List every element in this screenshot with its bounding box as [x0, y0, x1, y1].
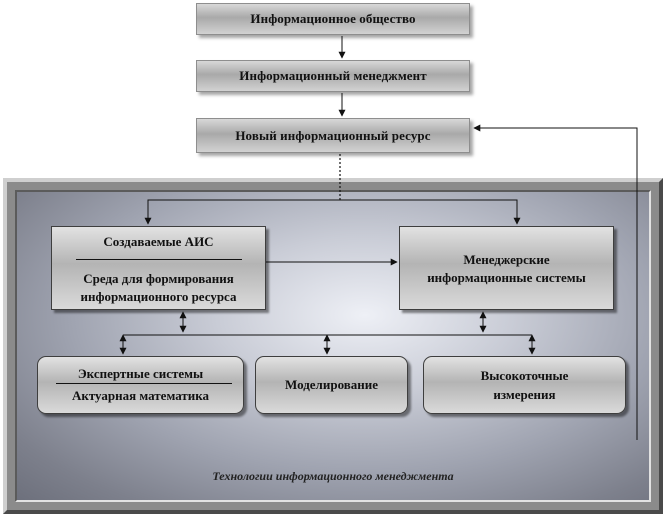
ais-title: Создаваемые АИС	[103, 234, 214, 249]
mis-line1: Менеджерские	[463, 252, 550, 267]
ais-subtitle-line2: информационного ресурса	[80, 289, 237, 304]
information-management-box: Информационный менеджмент	[196, 60, 470, 92]
expert-systems-box: Экспертные системы Актуарная математика	[37, 356, 244, 414]
actuarial-math-label: Актуарная математика	[71, 388, 210, 403]
high-precision-line1: Высокоточные	[480, 368, 569, 383]
mis-box: Менеджерские информационные системы	[399, 226, 614, 310]
expert-divider	[56, 383, 232, 384]
information-society-label: Информационное общество	[250, 11, 416, 26]
feedback-line	[473, 124, 638, 440]
information-society-box: Информационное общество	[196, 3, 470, 35]
ais-divider	[76, 259, 242, 260]
high-precision-box: Высокоточные измерения	[423, 356, 626, 414]
ais-subtitle-line1: Среда для формирования	[83, 271, 234, 286]
information-management-label: Информационный менеджмент	[239, 68, 427, 83]
branch-to-mis	[340, 199, 521, 225]
modeling-box: Моделирование	[255, 356, 408, 414]
ais-box: Создаваемые АИС Среда для формирования и…	[51, 226, 266, 310]
expert-systems-title: Экспертные системы	[77, 366, 204, 381]
new-information-resource-box: Новый информационный ресурс	[196, 118, 470, 153]
technologies-caption: Технологии информационного менеджмента	[212, 469, 454, 483]
mis-line2: информационные системы	[427, 270, 586, 285]
high-precision-line2: измерения	[493, 387, 556, 402]
branch-to-ais	[144, 199, 340, 225]
modeling-label: Моделирование	[284, 377, 379, 392]
new-information-resource-label: Новый информационный ресурс	[235, 127, 431, 143]
